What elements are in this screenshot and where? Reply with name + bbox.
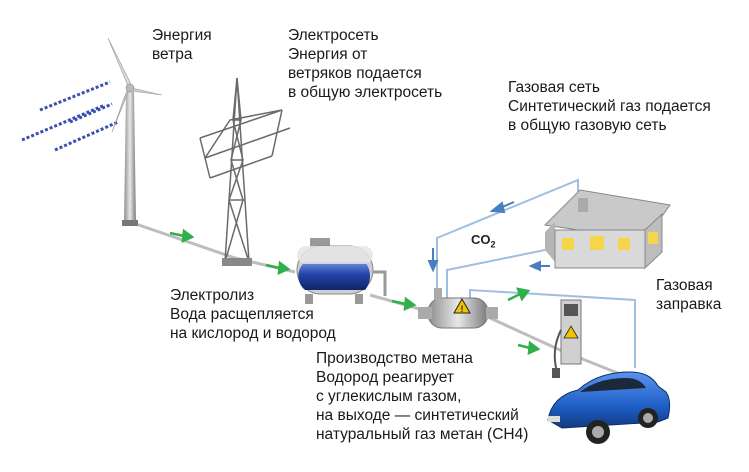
car-icon [547, 371, 671, 444]
co2-arrow-icon [427, 248, 439, 273]
svg-text:!: ! [461, 304, 464, 314]
electrolyzer-tank-icon [296, 238, 387, 304]
co2-main: CO [471, 232, 491, 247]
flow-arrow-icon [507, 287, 531, 302]
label-grid: Электросеть Энергия от ветряков подается… [288, 26, 442, 102]
flow-arrow-icon [391, 296, 417, 312]
label-wind: Энергия ветра [152, 26, 212, 64]
label-electrolysis-line: на кислород и водород [170, 325, 336, 342]
flow-arrow-icon [169, 228, 195, 244]
label-methanation-line: на выходе — синтетический [316, 407, 519, 424]
label-gas-network-line: Газовая сеть [508, 79, 600, 96]
label-methanation-line: Производство метана [316, 350, 473, 367]
label-gas-network-line: Синтетический газ подается [508, 98, 711, 115]
label-grid-line: Энергия от [288, 46, 368, 63]
label-methanation-line: Водород реагирует [316, 369, 454, 386]
co2-arrow-icon [489, 201, 515, 214]
co2-arrow-icon [528, 260, 550, 272]
label-grid-line: Электросеть [288, 27, 379, 44]
label-gas-network-line: в общую газовую сеть [508, 117, 667, 134]
house-icon [543, 189, 671, 270]
wind-turbine-icon [107, 37, 163, 226]
label-gas-network: Газовая сеть Синтетический газ подается … [508, 78, 711, 135]
label-methanation-line: натуральный газ метан (CH4) [316, 426, 529, 443]
co2-subscript: 2 [490, 239, 496, 250]
methanation-reactor-icon: ! [418, 288, 498, 329]
wind-streams [21, 80, 119, 152]
label-gas-station-line: заправка [656, 296, 722, 313]
label-gas-station: Газовая заправка [656, 276, 721, 314]
label-gas-station-line: Газовая [656, 277, 713, 294]
co2-arrows [427, 201, 550, 273]
flow-arrow-icon [517, 340, 541, 356]
label-wind-line: Энергия [152, 27, 212, 44]
label-methanation: Производство метана Водород реагирует с … [316, 349, 528, 444]
label-grid-line: в общую электросеть [288, 84, 443, 101]
label-wind-line: ветра [152, 46, 193, 63]
flow-arrow-icon [265, 260, 291, 276]
label-methanation-line: с углекислым газом, [316, 388, 462, 405]
label-electrolysis-line: Вода расщепляется [170, 306, 314, 323]
flow-arrows [169, 228, 541, 356]
power-pylon-icon [199, 77, 291, 266]
gas-pump-icon [552, 299, 582, 378]
label-electrolysis-line: Электролиз [170, 287, 255, 304]
label-electrolysis: Электролиз Вода расщепляется на кислород… [170, 286, 336, 343]
label-grid-line: ветряков подается [288, 65, 422, 82]
label-co2: CO2 [471, 232, 496, 250]
